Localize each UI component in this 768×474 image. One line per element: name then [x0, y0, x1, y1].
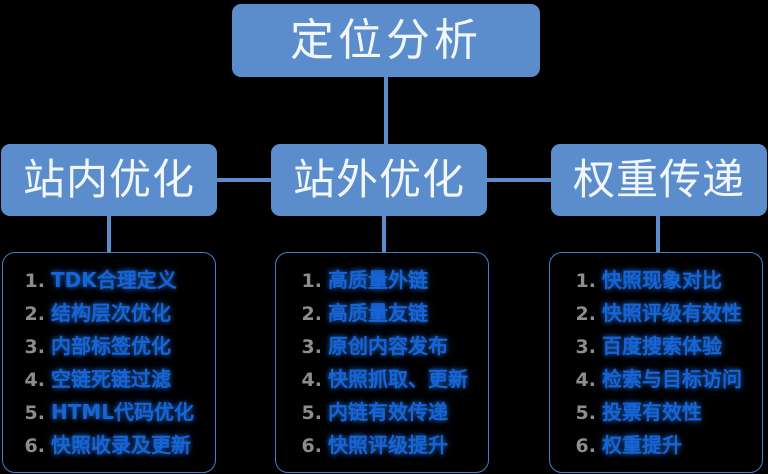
connector-offsite-to-panel	[382, 214, 386, 254]
list-item-number: 1.	[575, 270, 596, 292]
list-item[interactable]: 1. 快照现象对比	[550, 262, 762, 295]
list-item-number: 5.	[575, 402, 596, 424]
node-offsite[interactable]: 站外优化	[271, 144, 487, 216]
list-item-label: 空链死链过滤	[51, 367, 171, 391]
list-item[interactable]: 3. 内部标签优化	[3, 328, 215, 361]
node-weight-label: 权重传递	[572, 155, 745, 204]
node-root-label: 定位分析	[290, 14, 482, 66]
list-item-number: 2.	[575, 303, 596, 325]
list-item-number: 4.	[24, 369, 45, 391]
node-weight[interactable]: 权重传递	[551, 144, 767, 216]
list-item[interactable]: 6. 快照收录及更新	[3, 427, 215, 460]
list-item[interactable]: 2. 结构层次优化	[3, 295, 215, 328]
panel-weight: 1. 快照现象对比 2. 快照评级有效性 3. 百度搜索体验 4. 检索与目标访…	[549, 252, 763, 473]
list-item-number: 3.	[575, 336, 596, 358]
connector-onsite-to-panel	[107, 214, 111, 254]
panel-onsite: 1. TDK合理定义 2. 结构层次优化 3. 内部标签优化 4. 空链死链过滤…	[2, 252, 216, 473]
list-item-label: 投票有效性	[602, 400, 702, 424]
list-item[interactable]: 6. 权重提升	[550, 427, 762, 460]
list-item-number: 5.	[24, 402, 45, 424]
connector-offsite-to-weight	[485, 178, 553, 182]
list-item-label: 权重提升	[602, 433, 682, 457]
list-item-label: 原创内容发布	[328, 334, 448, 358]
list-item-label: 结构层次优化	[51, 301, 171, 325]
list-item[interactable]: 3. 原创内容发布	[276, 328, 488, 361]
list-item-label: 高质量外链	[328, 268, 428, 292]
list-item-number: 6.	[575, 435, 596, 457]
list-item-number: 2.	[301, 303, 322, 325]
connector-weight-to-panel	[656, 214, 660, 254]
connector-onsite-to-offsite	[213, 178, 275, 182]
list-item[interactable]: 3. 百度搜索体验	[550, 328, 762, 361]
list-item[interactable]: 1. TDK合理定义	[3, 262, 215, 295]
list-item[interactable]: 4. 快照抓取、更新	[276, 361, 488, 394]
panel-offsite: 1. 高质量外链 2. 高质量友链 3. 原创内容发布 4. 快照抓取、更新 5…	[275, 252, 489, 473]
list-item-label: HTML代码优化	[51, 400, 195, 424]
list-item[interactable]: 4. 检索与目标访问	[550, 361, 762, 394]
list-item-label: 快照评级提升	[328, 433, 448, 457]
list-item-label: 百度搜索体验	[602, 334, 722, 358]
list-item-number: 3.	[24, 336, 45, 358]
list-item-label: 快照收录及更新	[51, 433, 191, 457]
node-root[interactable]: 定位分析	[232, 4, 540, 77]
list-item-number: 5.	[301, 402, 322, 424]
list-item[interactable]: 4. 空链死链过滤	[3, 361, 215, 394]
list-item-label: 检索与目标访问	[602, 367, 742, 391]
list-offsite: 1. 高质量外链 2. 高质量友链 3. 原创内容发布 4. 快照抓取、更新 5…	[276, 262, 488, 460]
list-item-number: 2.	[24, 303, 45, 325]
list-item-label: 快照现象对比	[602, 268, 722, 292]
list-item-label: 高质量友链	[328, 301, 428, 325]
list-onsite: 1. TDK合理定义 2. 结构层次优化 3. 内部标签优化 4. 空链死链过滤…	[3, 262, 215, 460]
list-item-label: 快照评级有效性	[602, 301, 742, 325]
list-weight: 1. 快照现象对比 2. 快照评级有效性 3. 百度搜索体验 4. 检索与目标访…	[550, 262, 762, 460]
node-offsite-label: 站外优化	[292, 155, 465, 204]
list-item-number: 4.	[575, 369, 596, 391]
list-item-label: 内部标签优化	[51, 334, 171, 358]
list-item[interactable]: 2. 高质量友链	[276, 295, 488, 328]
list-item-number: 4.	[301, 369, 322, 391]
list-item-number: 1.	[24, 270, 45, 292]
list-item[interactable]: 1. 高质量外链	[276, 262, 488, 295]
node-onsite-label: 站内优化	[22, 155, 195, 204]
list-item[interactable]: 5. 内链有效传递	[276, 394, 488, 427]
list-item-label: TDK合理定义	[51, 268, 177, 292]
list-item-number: 6.	[24, 435, 45, 457]
list-item-label: 内链有效传递	[328, 400, 448, 424]
list-item[interactable]: 5. 投票有效性	[550, 394, 762, 427]
list-item-number: 6.	[301, 435, 322, 457]
list-item-label: 快照抓取、更新	[328, 367, 468, 391]
list-item[interactable]: 5. HTML代码优化	[3, 394, 215, 427]
node-onsite[interactable]: 站内优化	[1, 144, 217, 216]
list-item-number: 1.	[301, 270, 322, 292]
list-item[interactable]: 2. 快照评级有效性	[550, 295, 762, 328]
list-item-number: 3.	[301, 336, 322, 358]
connector-root-to-offsite	[384, 72, 388, 148]
list-item[interactable]: 6. 快照评级提升	[276, 427, 488, 460]
